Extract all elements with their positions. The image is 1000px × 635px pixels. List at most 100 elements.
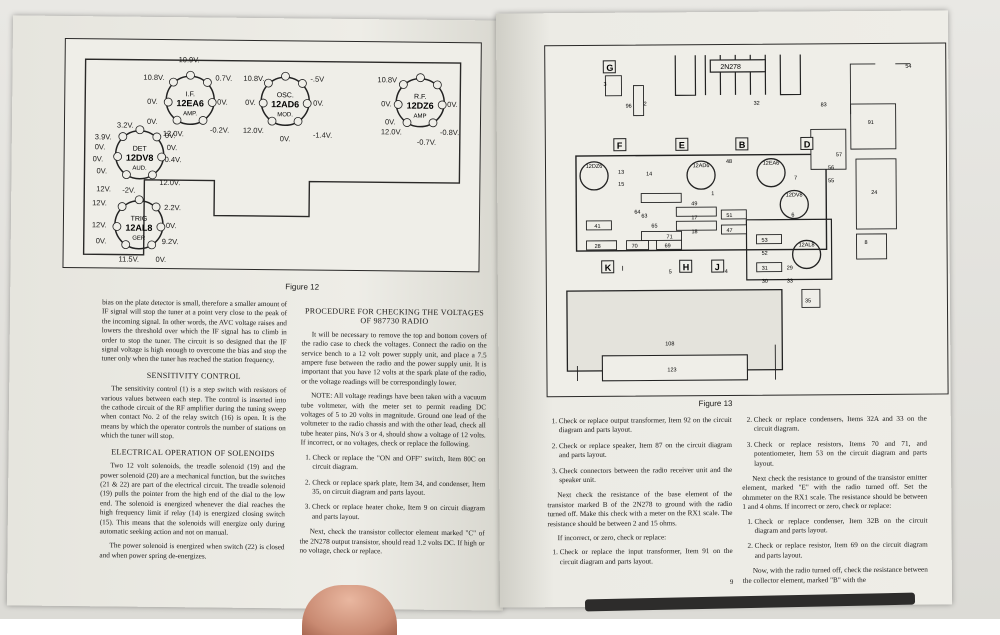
svg-text:33: 33 bbox=[787, 279, 793, 285]
svg-text:5: 5 bbox=[669, 269, 672, 275]
svg-text:-0.8V.: -0.8V. bbox=[440, 128, 459, 137]
svg-text:0V.: 0V. bbox=[217, 98, 228, 107]
svg-text:14: 14 bbox=[646, 171, 652, 177]
svg-text:0V.: 0V. bbox=[245, 98, 256, 107]
svg-text:3.9V.: 3.9V. bbox=[95, 132, 112, 141]
svg-text:30: 30 bbox=[762, 279, 768, 285]
svg-text:51: 51 bbox=[726, 213, 732, 219]
left-column-2: PROCEDURE FOR CHECKING THE VOLTAGES OF 9… bbox=[299, 300, 487, 562]
paragraph: Now, with the radio turned off, check th… bbox=[742, 565, 928, 585]
svg-text:0V.: 0V. bbox=[167, 143, 178, 152]
svg-text:18: 18 bbox=[691, 229, 697, 235]
section-heading: SENSITIVITY CONTROL bbox=[146, 370, 241, 381]
svg-text:24: 24 bbox=[871, 190, 877, 196]
svg-text:0V.: 0V. bbox=[95, 142, 106, 151]
transistor-label: 2N278 bbox=[720, 64, 741, 71]
part-numbers: 54 32 83 91 24 96 2 13 14 15 48 8 57 56 … bbox=[594, 64, 911, 374]
svg-text:11.5V.: 11.5V. bbox=[119, 255, 140, 264]
list-item: Check or replace output transformer, Ite… bbox=[559, 416, 732, 436]
svg-text:1: 1 bbox=[711, 191, 714, 197]
section-heading: ELECTRICAL OPERATION OF SOLENOIDS bbox=[111, 447, 275, 458]
figure-13: 2N278 12DZ6 12AD6 12EA6 12DV8 12AL8 bbox=[544, 42, 949, 398]
svg-text:0V.: 0V. bbox=[96, 236, 107, 245]
tube-if-line1: I.F. bbox=[186, 91, 195, 98]
svg-text:K: K bbox=[605, 263, 612, 273]
svg-text:49: 49 bbox=[691, 201, 697, 207]
svg-text:13: 13 bbox=[618, 170, 624, 176]
svg-text:48: 48 bbox=[726, 159, 732, 165]
svg-text:0V.: 0V. bbox=[385, 117, 396, 126]
svg-text:E: E bbox=[679, 140, 685, 150]
svg-text:64: 64 bbox=[634, 210, 640, 216]
list-item: Check or replace the "ON and OFF" switch… bbox=[312, 453, 485, 474]
paragraph: It will be necessary to remove the top a… bbox=[301, 330, 487, 387]
svg-text:0V.: 0V. bbox=[93, 154, 104, 163]
svg-text:69: 69 bbox=[665, 243, 671, 249]
svg-text:28: 28 bbox=[595, 244, 601, 250]
tube-det-line2: 12DV8 bbox=[126, 153, 154, 163]
svg-text:54: 54 bbox=[905, 64, 911, 70]
page-number-right: 9 bbox=[729, 577, 734, 586]
right-column-2: Check or replace condensers, Items 32A a… bbox=[742, 415, 928, 591]
svg-text:7: 7 bbox=[794, 175, 797, 181]
svg-text:55: 55 bbox=[828, 178, 834, 184]
svg-text:12.0V.: 12.0V. bbox=[163, 129, 184, 138]
svg-text:0V.: 0V. bbox=[166, 221, 177, 230]
paragraph: Next check the resistance of the base el… bbox=[547, 490, 733, 528]
svg-text:108: 108 bbox=[665, 341, 674, 347]
svg-text:12AD6: 12AD6 bbox=[693, 163, 710, 169]
svg-text:-0.7V.: -0.7V. bbox=[417, 138, 436, 147]
left-page: I.F. 12EA6 AMP. OSC. 12AD6 MOD. R.F. 12D… bbox=[6, 15, 510, 611]
list-item: Check or replace the input transformer, … bbox=[560, 547, 733, 567]
check-list: Check or replace condenser, Item 32B on … bbox=[742, 516, 927, 561]
svg-text:10.8V: 10.8V bbox=[377, 75, 397, 84]
svg-text:0.7V.: 0.7V. bbox=[215, 74, 232, 83]
svg-text:63: 63 bbox=[641, 214, 647, 220]
svg-text:0V.: 0V. bbox=[313, 99, 324, 108]
svg-text:6: 6 bbox=[791, 213, 794, 219]
check-list: Check or replace condensers, Items 32A a… bbox=[742, 415, 927, 469]
svg-text:123: 123 bbox=[667, 367, 676, 373]
list-item: Check or replace heater choke, Item 9 on… bbox=[312, 503, 485, 524]
svg-text:29: 29 bbox=[787, 266, 793, 272]
paragraph: bias on the plate detector is small, the… bbox=[101, 298, 288, 365]
svg-text:17: 17 bbox=[691, 215, 697, 221]
tube-rf-line3: AMP bbox=[414, 114, 427, 120]
figure-12-caption: Figure 12 bbox=[285, 282, 320, 292]
svg-text:2.2V.: 2.2V. bbox=[164, 203, 181, 212]
tube-det-line1: DET bbox=[133, 146, 148, 153]
svg-text:12AL8: 12AL8 bbox=[799, 242, 815, 248]
svg-text:12DZ6: 12DZ6 bbox=[586, 164, 603, 170]
list-item: Check or replace speaker, Item 87 on the… bbox=[559, 441, 732, 461]
svg-text:83: 83 bbox=[821, 102, 827, 108]
list-item: Check or replace resistor, Item 69 on th… bbox=[755, 541, 928, 561]
tube-osc-line1: OSC. bbox=[277, 92, 294, 99]
tube-det-line3: AUD. bbox=[132, 166, 147, 172]
list-item: Check or replace condenser, Item 32B on … bbox=[754, 516, 927, 536]
paragraph: The power solenoid is energized when swi… bbox=[99, 541, 285, 561]
parts-layout-diagram: 2N278 12DZ6 12AD6 12EA6 12DV8 12AL8 bbox=[566, 54, 911, 382]
tube-osc-line3: MOD. bbox=[277, 112, 293, 118]
svg-text:91: 91 bbox=[868, 120, 874, 126]
svg-text:10.9V.: 10.9V. bbox=[179, 55, 200, 64]
tube-labels: 12DZ6 12AD6 12EA6 12DV8 12AL8 bbox=[586, 161, 815, 249]
svg-text:-.5V: -.5V bbox=[310, 75, 324, 84]
paragraph: Next, check the transistor collector ele… bbox=[299, 527, 485, 556]
svg-text:3: 3 bbox=[603, 82, 606, 88]
tube-trig-line3: GER bbox=[132, 236, 146, 242]
heat-sink bbox=[674, 54, 802, 96]
right-column-1: Check or replace output transformer, Ite… bbox=[547, 416, 733, 574]
svg-text:0V.: 0V. bbox=[165, 131, 176, 140]
main-board bbox=[575, 153, 828, 252]
svg-text:57: 57 bbox=[836, 152, 842, 158]
svg-text:41: 41 bbox=[594, 224, 600, 230]
list-item: Check or replace spark plate, Item 34, a… bbox=[312, 478, 485, 499]
svg-text:96: 96 bbox=[626, 104, 632, 110]
svg-text:D: D bbox=[804, 139, 811, 149]
paragraph: Two 12 volt solenoids, the treadle solen… bbox=[99, 461, 286, 537]
svg-text:47: 47 bbox=[726, 228, 732, 234]
svg-text:0V.: 0V. bbox=[381, 99, 392, 108]
svg-text:12V.: 12V. bbox=[92, 198, 107, 207]
svg-text:-1.4V.: -1.4V. bbox=[313, 131, 332, 140]
svg-text:B: B bbox=[739, 140, 746, 150]
